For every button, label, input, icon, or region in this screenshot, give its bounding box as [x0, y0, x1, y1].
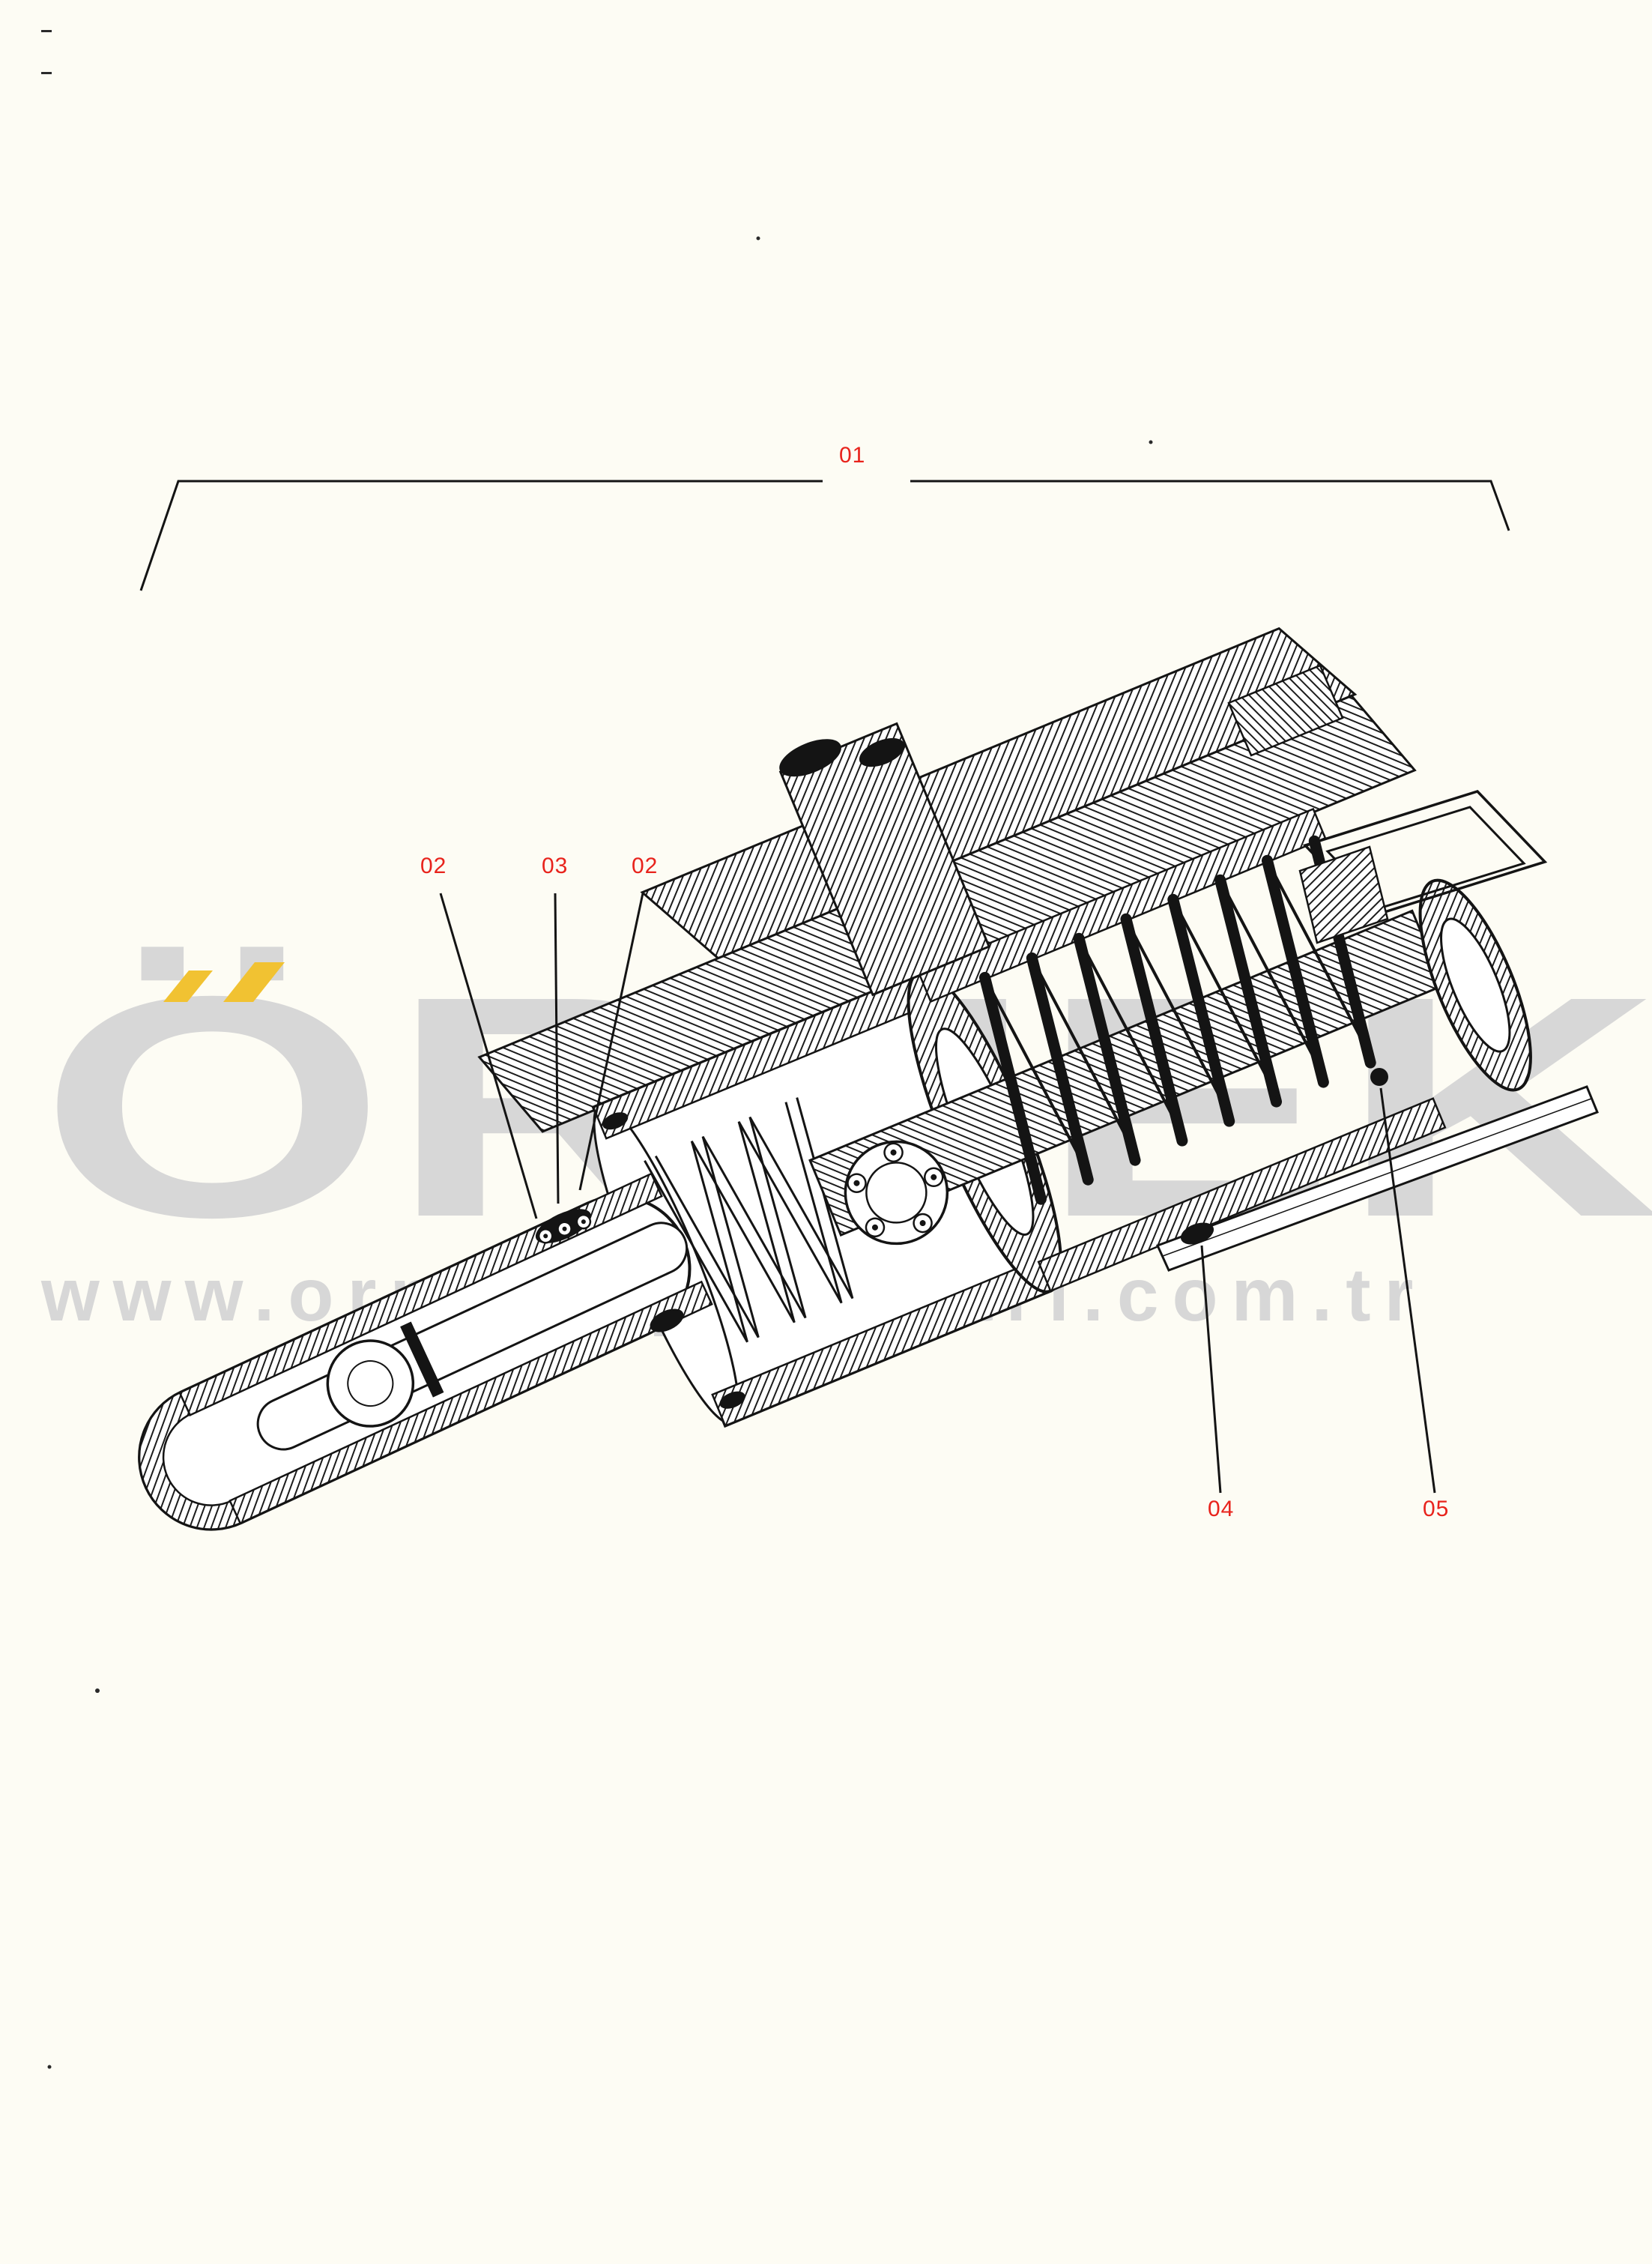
callout-02-left: 02 — [420, 854, 447, 878]
drum-seal-bottom — [719, 1391, 745, 1409]
leader-line-03 — [554, 893, 560, 1204]
piston-ball — [326, 1339, 415, 1428]
top-block — [1227, 664, 1344, 757]
seal-04 — [1180, 1222, 1214, 1245]
seal-05 — [1370, 1068, 1388, 1086]
ball-bearing — [844, 1140, 949, 1246]
callout-lines — [139, 480, 1510, 1494]
leader-line-04 — [1200, 1245, 1222, 1494]
end-cap — [1418, 878, 1532, 1092]
upper-housing-far — [640, 627, 1358, 960]
clevis-bracket — [1298, 790, 1548, 944]
outer-barrel — [138, 1172, 713, 1531]
spring-chamber-bottom-wall — [1037, 1097, 1447, 1293]
callout-01: 01 — [839, 443, 866, 468]
bearing-cluster — [535, 1209, 592, 1244]
brand-accent-marks — [163, 962, 285, 1002]
junction-seal — [650, 1308, 684, 1332]
piston-ring — [400, 1321, 444, 1398]
drum-seal-top — [602, 1112, 629, 1130]
coil-spring — [979, 835, 1376, 1205]
leader-line-02-left — [439, 893, 538, 1219]
scan-artifacts — [41, 30, 1153, 2069]
leader-line-05 — [1379, 1087, 1436, 1494]
callout-03: 03 — [542, 854, 569, 878]
top-ports — [778, 722, 991, 997]
callout-05: 05 — [1423, 1497, 1450, 1521]
assembly-bracket — [139, 480, 1510, 591]
callout-02-right: 02 — [632, 854, 659, 878]
bellows — [644, 1097, 854, 1343]
callout-04: 04 — [1208, 1497, 1235, 1521]
leader-line-02-right — [578, 893, 644, 1191]
mounting-bar — [1155, 1085, 1599, 1272]
